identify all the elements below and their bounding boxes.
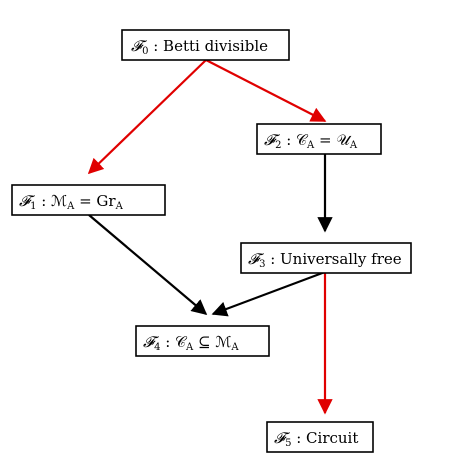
node-F4: 𝓕4 : 𝒞A ⊆ ℳA: [135, 325, 270, 357]
svg-text:𝓕3 : Universally free: 𝓕3 : Universally free: [248, 250, 402, 270]
node-F0: 𝓕0 : Betti divisible: [121, 29, 290, 61]
node-F1: 𝓕1 : ℳA = GrA: [11, 184, 166, 216]
node-F3: 𝓕3 : Universally free: [240, 242, 412, 274]
edge-F1-F4: [88, 214, 208, 315]
edge-F3-F4: [211, 270, 326, 317]
svg-text:𝓕0 : Betti divisible: 𝓕0 : Betti divisible: [131, 37, 268, 57]
svg-text:𝓕1 : ℳA = GrA: 𝓕1 : ℳA = GrA: [19, 192, 124, 212]
edge-F0-F2: [205, 59, 327, 122]
edge-F0-F1: [87, 59, 207, 175]
node-F2: 𝓕2 : 𝒞A = 𝒰A: [256, 123, 382, 155]
edges: [87, 59, 333, 415]
node-F5: 𝓕5 : Circuit: [266, 421, 374, 453]
